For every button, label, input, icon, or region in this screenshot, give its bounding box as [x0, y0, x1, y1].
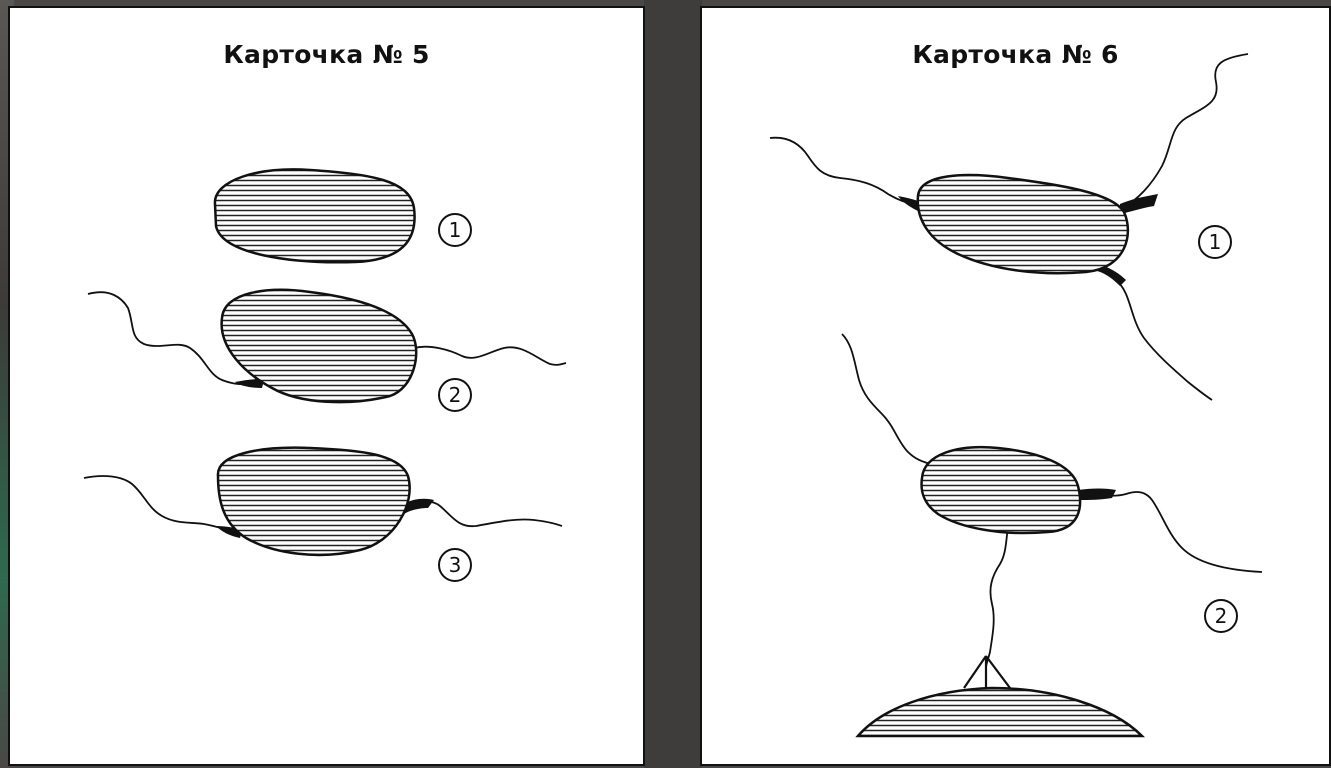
card-6: Карточка № 6 1 [700, 6, 1331, 766]
cell-1 [215, 169, 415, 262]
process-6-2-top-left [842, 334, 930, 464]
process-6-2-right [1078, 492, 1262, 572]
svg-text:1: 1 [1209, 230, 1222, 254]
label-circle-2: 2 [439, 379, 471, 411]
card-5: Карточка № 5 1 2 [8, 6, 645, 766]
background-gap [644, 0, 702, 768]
card-5-drawing: 1 2 3 [10, 8, 647, 768]
label-circle-6-1: 1 [1199, 226, 1231, 258]
cell-6-1 [918, 175, 1128, 273]
target-body [858, 688, 1142, 736]
svg-text:2: 2 [1215, 604, 1228, 628]
svg-text:3: 3 [449, 553, 462, 577]
process-6-2-right-base [1078, 489, 1116, 501]
cell-3 [218, 448, 410, 555]
cell-6-2 [922, 447, 1081, 533]
process-6-1-top-right [1122, 54, 1248, 208]
process-6-2-endfoot [964, 656, 1010, 690]
label-circle-1: 1 [439, 214, 471, 246]
svg-text:2: 2 [449, 383, 462, 407]
svg-text:1: 1 [449, 218, 462, 242]
process-3-left [84, 476, 236, 532]
label-circle-6-2: 2 [1205, 600, 1237, 632]
card-6-drawing: 1 2 [702, 8, 1331, 768]
process-6-1-bottom-right [1092, 266, 1212, 400]
process-6-1-left [770, 138, 918, 204]
process-6-2-down [986, 526, 1008, 668]
process-2-right [414, 347, 566, 365]
label-circle-3: 3 [439, 549, 471, 581]
